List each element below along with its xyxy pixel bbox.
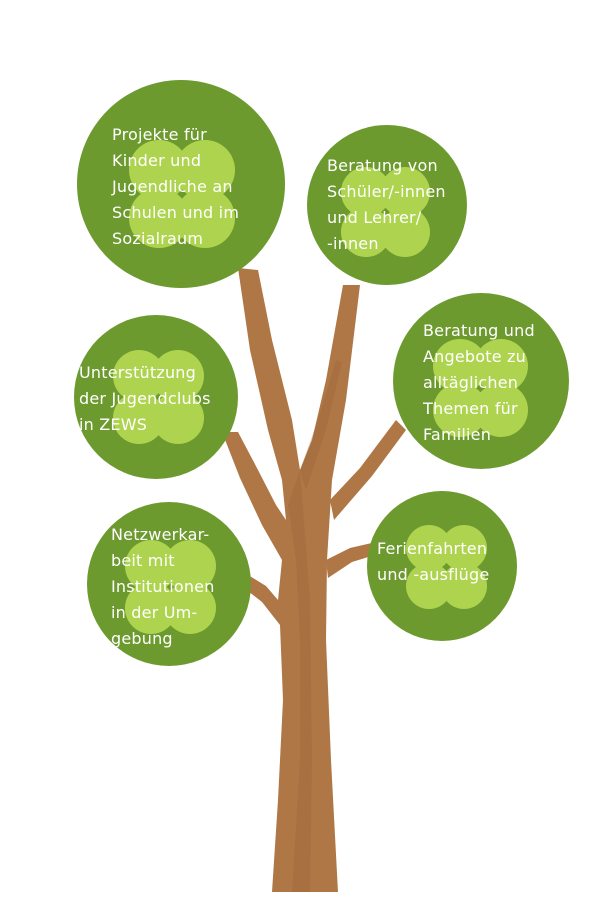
topic-beratung-familien-label: Beratung und Angebote zu alltäglichen Th… [423,321,535,444]
clover-icon [129,140,235,248]
bubble-ferienfahrten [367,491,517,641]
bubble-projekte [77,80,285,288]
clover-icon [113,350,204,444]
bubble-beratung-schueler [307,125,467,285]
clover-icon [433,339,528,437]
topic-projekte-label: Projekte für Kinder und Jugendliche an S… [112,125,240,248]
topic-unterstuetzung-label: Unterstützung der Jugendclubs in ZEWS [79,363,211,434]
bubble-beratung-familien [393,293,569,469]
branch-ferienfahrten [326,542,378,578]
topic-beratung-schueler-label: Beratung von Schüler/-innen und Lehrer/ … [327,156,446,253]
bubble-circle [74,315,238,479]
clover-icon [125,540,216,634]
tree-trunk [222,268,406,892]
clover-icon [406,525,487,609]
bubble-unterstuetzung [74,315,238,479]
trunk-shape [222,268,360,892]
topic-netzwerkarbeit-label: Netzwerkar- beit mit Institutionen in de… [111,525,215,648]
branch-familien [330,420,406,520]
bubble-netzwerkarbeit [87,502,251,666]
trunk-shade [288,470,312,892]
trunk-shade-2 [300,360,342,490]
topic-ferienfahrten-label: Ferienfahrten und -ausflüge [377,539,490,584]
clover-icon [341,167,430,257]
